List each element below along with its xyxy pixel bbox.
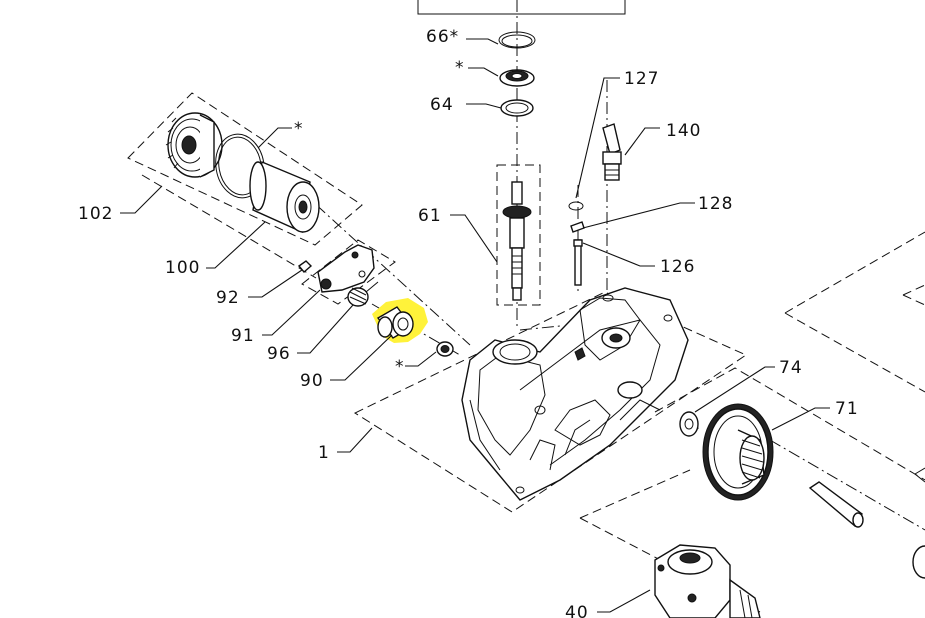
part-92-clip [297,260,313,273]
part-66-snap-ring [498,31,536,49]
callout-71: 71 [835,399,859,419]
part-91-bracket [317,244,375,293]
part-61-shaft [502,181,532,301]
callout-90: 90 [300,371,324,391]
part-90-sleeve [376,306,414,339]
callout-102: 102 [78,204,113,224]
callout-star-filter: * [294,119,304,139]
callout-star-bearing: * [455,58,465,78]
part-128-clip [570,221,585,233]
callout-92: 92 [216,288,240,308]
part-edge-ring [912,467,925,579]
callout-66: 66* [426,27,459,47]
callout-1: 1 [318,443,330,463]
callout-126: 126 [660,257,695,277]
callout-labels: 66* * 64 127 140 * 102 61 128 100 126 92… [78,27,859,618]
leader-lines [120,38,830,613]
part-seal-washer [436,341,454,357]
callout-61: 61 [418,206,442,226]
assembly-guide-lines [127,0,925,613]
callout-40: 40 [565,603,589,618]
callout-74: 74 [779,358,803,378]
part-gear-pin [808,481,864,528]
callout-128: 128 [698,194,733,214]
callout-91: 91 [231,326,255,346]
callout-64: 64 [430,95,454,115]
part-1-housing [461,287,689,501]
callout-96: 96 [267,344,291,364]
part-126-pin [573,239,583,286]
part-40-assembly [654,544,761,618]
callout-127: 127 [624,69,659,89]
callout-100: 100 [165,258,200,278]
part-71-gear [702,403,774,501]
part-100-filter [249,161,320,234]
part-64-washer [500,99,534,117]
part-bearing [499,69,535,87]
part-140-lever [602,123,622,181]
part-127-o-ring [568,201,584,211]
part-102-filter-cap [165,112,223,178]
part-96-spring [347,281,379,307]
callout-star-washer: * [395,357,405,377]
callout-140: 140 [666,121,701,141]
part-filter-o-ring [215,133,265,199]
part-74-washer [679,411,699,437]
